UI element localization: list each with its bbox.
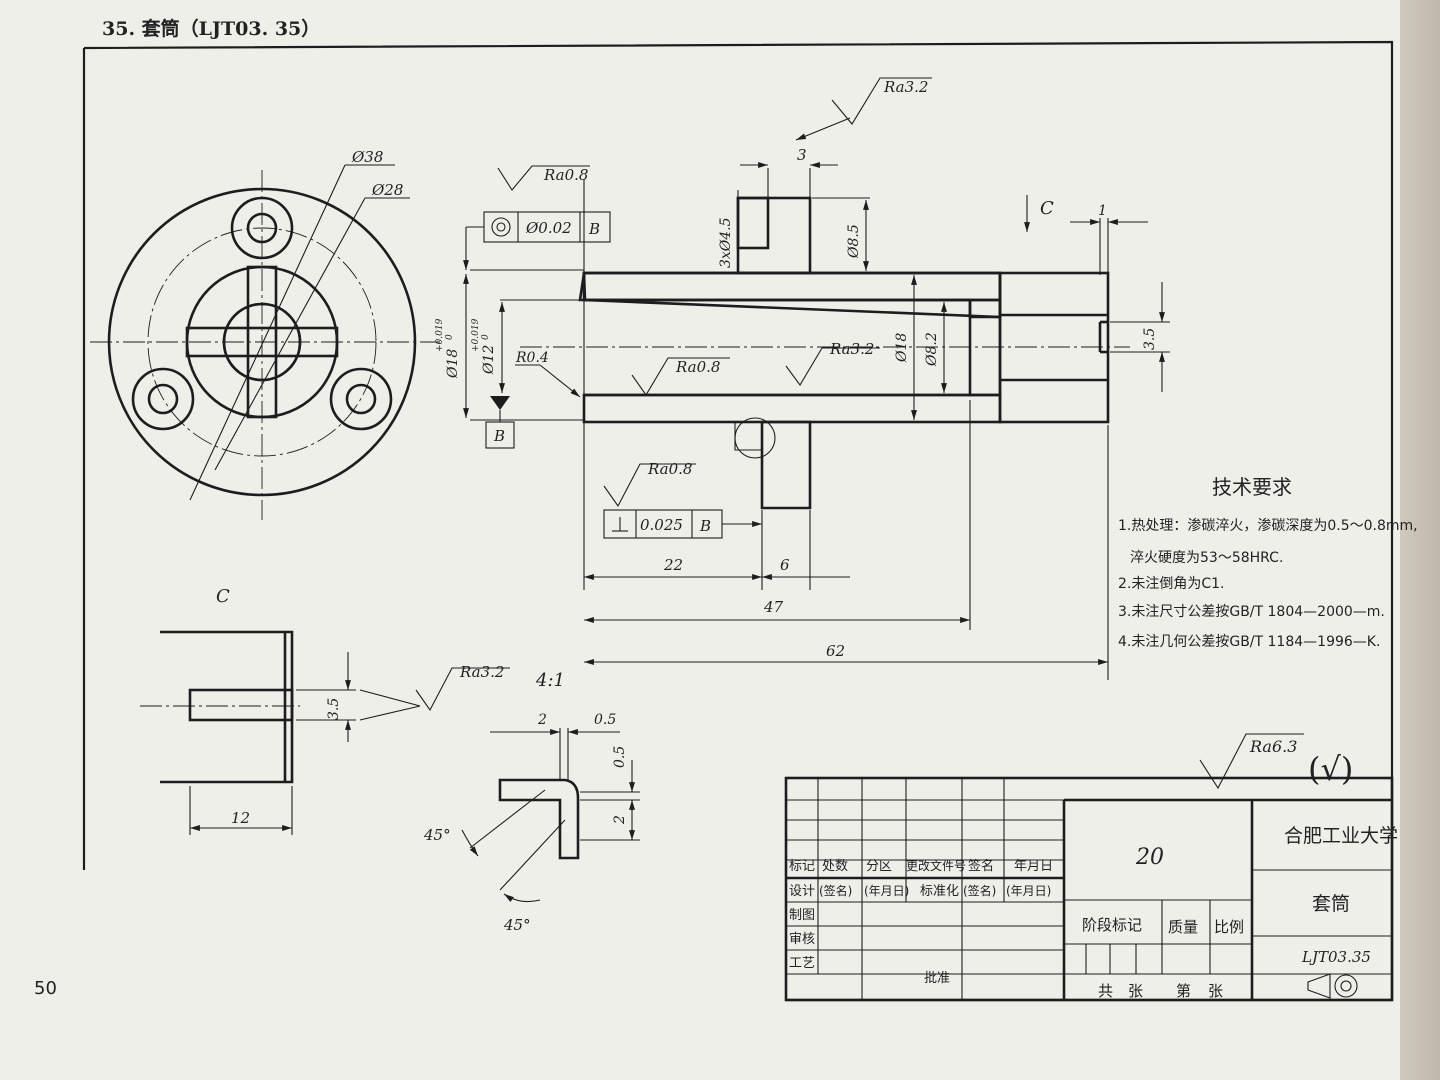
ra-bore: Ra0.8 [675,358,720,376]
dim-d18: Ø18 [445,349,461,379]
dim-d38: Ø38 [351,148,383,166]
tol-conc-value: Ø0.02 [525,219,572,237]
section-dimensions [463,77,1170,680]
tb-code: LJT03.35 [1301,948,1371,966]
dim-r04: R0.4 [515,350,549,366]
ra-general-symbol [1199,733,1304,790]
tb-draw: 制图 [789,908,815,923]
dim-three: 3 [797,146,807,164]
tb-zone: 分区 [866,859,892,874]
dim-d12: Ø12 [481,345,497,375]
tb-std: 标准化 [920,884,959,899]
tb-date2: (年月日) [864,884,909,898]
projection-icon [1307,973,1358,999]
tech-line-2: 淬火硬度为53～58HRC. [1130,550,1283,566]
tb-craft: 工艺 [789,956,815,971]
tb-sign: 签名 [968,858,994,874]
tol-upper-a: +0.019 [435,318,445,352]
len-62: 62 [826,642,845,660]
tb-ratio: 比例 [1214,918,1244,936]
tb-sheets: 共 [1098,982,1113,1000]
dim-holes: 3xØ4.5 [718,217,734,268]
ra-general-check: (√) [1308,750,1353,788]
ra-inner: Ra3.2 [829,340,874,358]
len-22: 22 [663,556,683,574]
ra-perp: Ra0.8 [647,460,692,478]
view-c-dim35: 3.5 [326,698,342,720]
tol-lower-b: 0 [481,334,491,340]
detail-dim-05b: 0.5 [612,746,628,768]
page-title: 35. 套筒（LJT03. 35） [102,18,321,40]
tb-design: 设计 [789,884,815,899]
ra-conc: Ra0.8 [543,166,588,184]
detail-dim-05a: 0.5 [594,712,616,728]
tb-stage: 阶段标记 [1082,916,1142,934]
datum-b-ref: B [588,220,600,238]
ra-general: Ra6.3 [1249,737,1297,756]
tb-date3: (年月日) [1006,884,1051,898]
detail-view [461,728,640,903]
tb-sheet2: 张 [1208,982,1223,1000]
view-c-ra: Ra3.2 [459,663,504,681]
view-c-label: C [216,586,230,607]
view-c-dim12: 12 [231,809,250,827]
detail-dim-2a: 2 [537,712,547,728]
detail-angle-a: 45° [423,826,451,844]
tb-material: 20 [1135,845,1164,870]
datum-b: B [493,427,505,445]
tb-sheet1: 张 [1128,982,1143,1000]
tb-mark: 标记 [789,859,815,874]
detail-dim-2b: 2 [612,815,628,825]
tb-sheet-no: 第 [1176,982,1191,1000]
tech-line-3: 2.未注倒角为C1. [1118,576,1225,592]
tol-upper-b: +0.019 [471,318,481,352]
len-47: 47 [763,598,784,616]
view-c-arrow: C [1040,198,1054,219]
dim-one: 1 [1098,203,1107,219]
detail-scale: 4:1 [535,670,565,691]
dim-d18b: Ø18 [894,333,910,363]
detail-angle-b: 45° [503,916,531,934]
tb-doc: 更改文件号 [906,858,966,873]
dim-d28: Ø28 [371,181,403,199]
section-view [520,196,1130,510]
len-6: 6 [780,556,790,574]
tb-approve: 批准 [924,971,950,986]
tol-lower-a: 0 [445,334,455,340]
tb-part: 套筒 [1312,893,1350,915]
title-block [784,776,1394,1002]
tb-sign3: (签名) [963,883,996,898]
page-number: 50 [34,978,57,999]
datum-b-perp: B [699,517,711,535]
tol-perp-value: 0.025 [640,516,683,534]
ra-top: Ra3.2 [883,78,928,96]
view-c [140,630,510,835]
tb-check: 审核 [789,932,815,947]
dim-d85: Ø8.5 [846,224,862,259]
dim-d82: Ø8.2 [924,332,940,367]
tol-concentricity [463,165,611,449]
tech-line-1: 1.热处理：渗碳淬火，渗碳深度为0.5～0.8mm, [1118,518,1418,534]
dim-slot: 3.5 [1142,328,1158,350]
tol-perpendicularity [603,463,762,539]
tech-line-4: 3.未注尺寸公差按GB/T 1804—2000—m. [1118,604,1385,620]
end-view [90,164,440,520]
book-fold [1400,0,1440,1080]
tb-mass: 质量 [1168,918,1198,936]
tb-count: 处数 [822,859,848,874]
tech-title: 技术要求 [1212,475,1292,499]
tb-school: 合肥工业大学 [1284,825,1398,847]
tech-line-5: 4.未注几何公差按GB/T 1184—1996—K. [1118,634,1380,650]
tb-date: 年月日 [1014,859,1053,874]
tb-sign2: (签名) [819,883,852,898]
